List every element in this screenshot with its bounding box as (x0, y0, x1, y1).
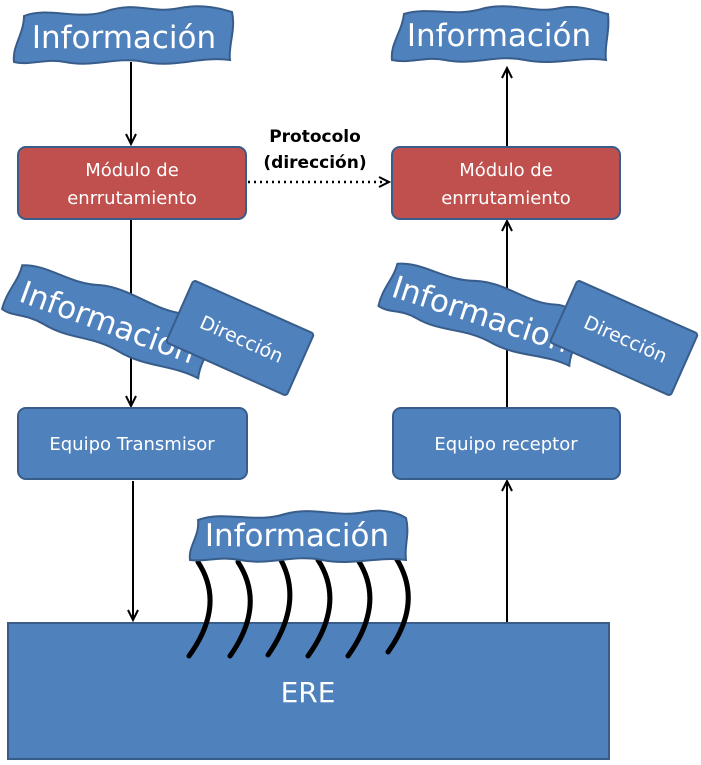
wave-3 (265, 552, 293, 658)
wave-4 (305, 557, 333, 659)
routing-module-receiver: Módulo de enrrutamiento (391, 146, 621, 220)
packet-receiver: Informacion Dirección (377, 262, 699, 396)
routing-module-receiver-line2: enrrutamiento (441, 188, 571, 209)
info-shape-channel: Información (188, 509, 409, 563)
wave-6 (385, 555, 411, 655)
transmitter-label: Equipo Transmisor (49, 434, 215, 455)
signal-waves (186, 552, 411, 659)
routing-module-sender-line1: Módulo de (85, 160, 179, 181)
packet-info-shape-receiver: Informacion (377, 262, 586, 368)
info-label-channel: Información (205, 518, 389, 554)
packet-address-box-sender: Dirección (165, 280, 315, 396)
protocol-label-line1: Protocolo (269, 127, 361, 147)
packet-sender: Informacion Dirección (0, 264, 315, 396)
ere-label: ERE (281, 676, 336, 709)
wave-2 (227, 559, 253, 659)
transmitter-box: Equipo Transmisor (17, 407, 248, 480)
packet-address-box-receiver: Dirección (549, 280, 699, 396)
routing-module-sender-line2: enrrutamiento (67, 188, 197, 209)
wave-5 (345, 557, 373, 659)
info-shape-receiver: Información (390, 5, 610, 63)
protocol-label-line2: (dirección) (263, 153, 366, 173)
routing-module-receiver-line1: Módulo de (459, 160, 553, 181)
wave-1 (186, 559, 213, 659)
info-label-sender: Información (32, 20, 216, 56)
routing-module-sender: Módulo de enrrutamiento (17, 146, 247, 220)
info-label-receiver: Información (407, 18, 591, 54)
ere-block: ERE (7, 622, 610, 760)
receiver-box: Equipo receptor (392, 407, 621, 480)
info-shape-sender: Información (12, 5, 235, 65)
receiver-label: Equipo receptor (434, 434, 578, 455)
